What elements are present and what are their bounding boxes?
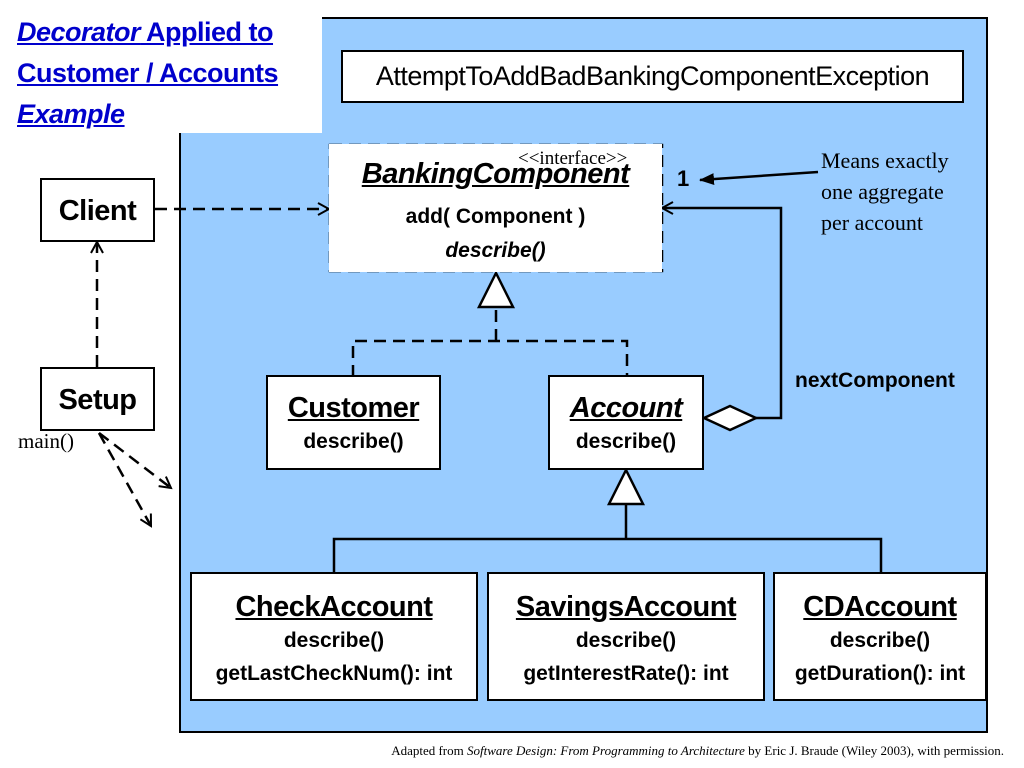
title-applied-to: Applied to [140, 17, 274, 47]
title-example: Example [17, 99, 125, 129]
check-account-get-last-check-num: getLastCheckNum(): int [215, 662, 453, 685]
customer-describe: describe() [303, 430, 404, 453]
cd-account-get-duration: getDuration(): int [794, 662, 966, 685]
customer-box: Customer describe() [266, 375, 441, 470]
exception-class-box: AttemptToAddBadBankingComponentException [341, 50, 964, 103]
client-box: Client [40, 178, 155, 242]
credit-suffix: by Eric J. Braude (Wiley 2003), with per… [744, 743, 1004, 758]
aggregation-diamond [701, 404, 759, 432]
banking-component-name: BankingComponent [361, 158, 630, 190]
credit-prefix: Adapted from [391, 743, 467, 758]
setup-box: Setup [40, 367, 155, 431]
note-line-2: one aggregate [821, 179, 944, 204]
interface-stereotype: <<interface>> [518, 148, 628, 169]
savings-account-describe: describe() [575, 629, 677, 652]
check-account-describe: describe() [283, 629, 385, 652]
cd-account-box: CDAccount describe() getDuration(): int [773, 572, 987, 701]
aggregation-line [662, 208, 783, 420]
note-line-3: per account [821, 210, 923, 235]
cd-account-describe: describe() [829, 629, 931, 652]
savings-account-box: SavingsAccount describe() getInterestRat… [487, 572, 765, 701]
savings-account-get-interest-rate: getInterestRate(): int [523, 662, 729, 685]
check-account-name: CheckAccount [235, 591, 433, 623]
account-describe: describe() [575, 430, 677, 453]
note-text: Means exactly one aggregate per account [821, 145, 949, 238]
title-decorator: Decorator [17, 17, 141, 47]
note-line-1: Means exactly [821, 148, 949, 173]
next-component-label: nextComponent [795, 369, 955, 392]
banking-component-describe: describe() [445, 239, 546, 262]
inheritance-triangle [606, 467, 646, 506]
banking-component-add: add( Component ) [405, 205, 586, 228]
slide-title: Decorator Applied to Customer / Accounts… [17, 12, 279, 135]
cd-account-name: CDAccount [803, 591, 957, 623]
main-arrow-2 [97, 432, 153, 526]
account-name: Account [569, 392, 683, 424]
note-arrow [699, 170, 819, 186]
setup-main-label: main() [18, 429, 74, 453]
customer-name: Customer [287, 392, 420, 424]
main-arrow-1 [98, 432, 171, 488]
realization-line [351, 307, 629, 377]
credit-line: Adapted from Software Design: From Progr… [391, 743, 1004, 759]
title-customer-accounts: Customer / Accounts [17, 58, 279, 88]
check-account-box: CheckAccount describe() getLastCheckNum(… [190, 572, 478, 701]
banking-component-box: BankingComponent add( Component ) descri… [329, 144, 662, 272]
credit-book-title: Software Design: From Programming to Arc… [467, 743, 745, 758]
multiplicity-label: 1 [677, 166, 690, 191]
account-box: Account describe() [548, 375, 704, 470]
title-box: Decorator Applied to Customer / Accounts… [0, 0, 322, 133]
inheritance-line [332, 504, 883, 573]
setup-name: Setup [58, 384, 137, 416]
savings-account-name: SavingsAccount [515, 591, 737, 623]
realization-triangle [476, 270, 516, 309]
client-name: Client [58, 195, 137, 227]
